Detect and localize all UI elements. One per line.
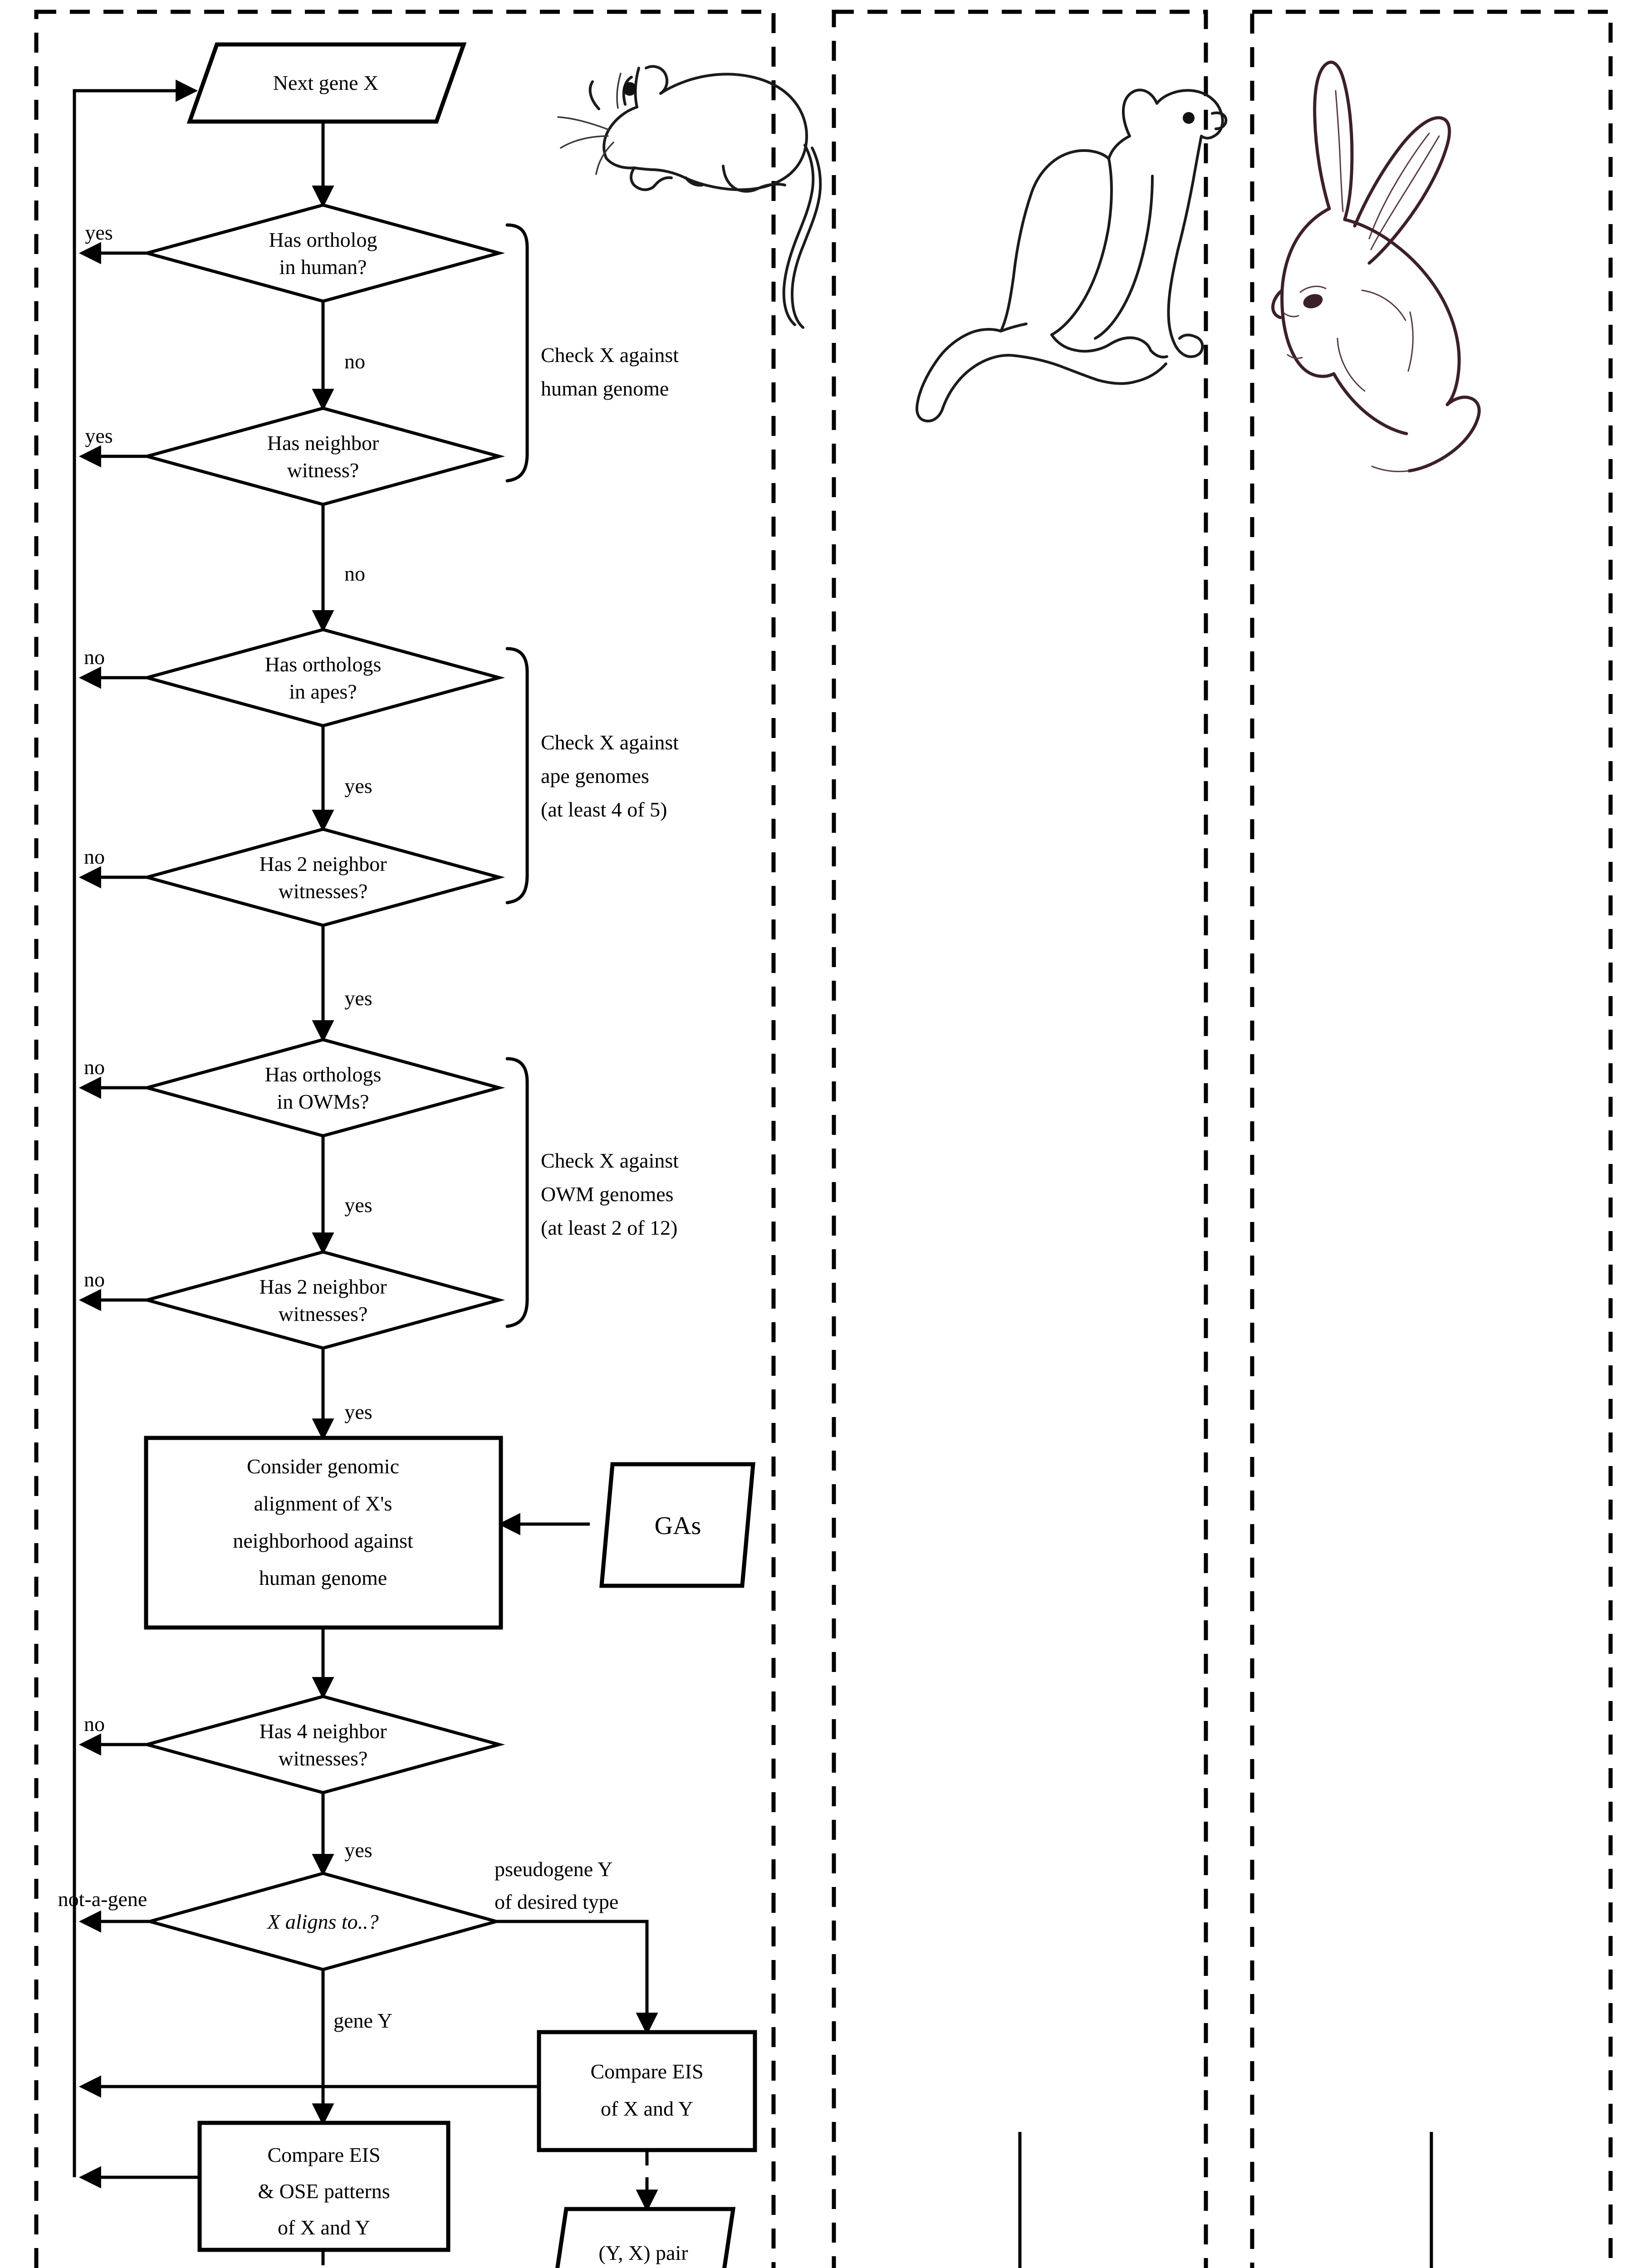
- node-compare-eis-ose[interactable]: Compare EIS & OSE patterns of X and Y: [197, 2121, 451, 2252]
- rat-illustration: [916, 88, 1228, 423]
- svg-text:Compare EIS: Compare EIS: [267, 2143, 380, 2166]
- edge-label-no-2nw-apes: no: [84, 845, 105, 868]
- edge-label-yes-4nw: yes: [344, 1838, 372, 1862]
- loop-return-line: [73, 79, 198, 2177]
- svg-text:Has 2 neighbor: Has 2 neighbor: [259, 1275, 387, 1298]
- svg-text:GAs: GAs: [655, 1512, 701, 1540]
- group-label-human-line1: Check X against: [541, 343, 679, 367]
- edge-label-yes-apes: yes: [344, 774, 372, 797]
- svg-text:in human?: in human?: [279, 255, 367, 279]
- mouse-illustration: [557, 65, 822, 329]
- panel-rat-border: [832, 10, 1208, 2268]
- group-label-apes-line3: (at least 4 of 5): [541, 798, 667, 821]
- svg-text:Has neighbor: Has neighbor: [267, 431, 379, 455]
- edge-label-not-a-gene: not-a-gene: [58, 1887, 147, 1911]
- svg-text:Consider genomic: Consider genomic: [247, 1455, 399, 1478]
- edge-label-yes-neighbor: yes: [85, 424, 113, 447]
- brace-human-genome: [505, 223, 529, 483]
- node-next-gene[interactable]: Next gene X: [186, 42, 467, 124]
- edge-label-pseudogene-y-line1: pseudogene Y: [495, 1857, 612, 1881]
- edge-label-yes-2nw-apes: yes: [344, 987, 372, 1010]
- node-compare-eis[interactable]: Compare EIS of X and Y: [537, 2030, 757, 2152]
- svg-text:X aligns to..?: X aligns to..?: [266, 1910, 378, 1933]
- node-consider-alignment[interactable]: Consider genomic alignment of X's neighb…: [144, 1436, 503, 1630]
- rabbit-illustration: [1271, 60, 1481, 473]
- panel-mouse-border: [34, 10, 776, 2268]
- edge-label-no-2nw-owm: no: [84, 1268, 105, 1291]
- edge-label-no-owm: no: [84, 1056, 105, 1079]
- svg-text:witnesses?: witnesses?: [279, 1302, 368, 1325]
- group-label-owm-line3: (at least 2 of 12): [541, 1216, 677, 1239]
- svg-text:neighborhood against: neighborhood against: [233, 1529, 413, 1552]
- edge-label-no-4nw: no: [84, 1712, 105, 1735]
- svg-text:in OWMs?: in OWMs?: [277, 1090, 369, 1113]
- edge-label-pseudogene-y-line2: of desired type: [495, 1890, 618, 1913]
- edge-label-no-apes: no: [84, 645, 105, 669]
- svg-text:& OSE patterns: & OSE patterns: [258, 2180, 390, 2203]
- svg-text:witnesses?: witnesses?: [279, 1747, 368, 1770]
- node-q-ortholog-human[interactable]: Has ortholog in human?: [141, 203, 505, 303]
- svg-text:Has 4 neighbor: Has 4 neighbor: [259, 1720, 387, 1743]
- node-yx-pair[interactable]: (Y, X) pair: [553, 2207, 736, 2268]
- svg-text:of X and Y: of X and Y: [601, 2097, 693, 2120]
- svg-text:human genome: human genome: [259, 1566, 387, 1589]
- group-label-apes-line1: Check X against: [541, 731, 679, 754]
- svg-text:of X and Y: of X and Y: [278, 2216, 370, 2239]
- svg-text:alignment of X's: alignment of X's: [254, 1492, 392, 1515]
- edge-label-yes-2nw-owm: yes: [344, 1400, 372, 1423]
- node-q-x-aligns-to[interactable]: X aligns to..?: [143, 1872, 503, 1971]
- edge-q8-pseudogene: [496, 1920, 658, 2035]
- node-gas[interactable]: GAs: [599, 1462, 755, 1588]
- svg-text:witnesses?: witnesses?: [279, 880, 368, 903]
- svg-text:(Y, X) pair: (Y, X) pair: [598, 2241, 688, 2264]
- node-q-2-neighbor-witnesses-owm[interactable]: Has 2 neighbor witnesses?: [141, 1250, 505, 1350]
- svg-text:Has 2 neighbor: Has 2 neighbor: [259, 852, 387, 875]
- node-q-orthologs-apes[interactable]: Has orthologs in apes?: [141, 628, 505, 728]
- group-label-apes-line2: ape genomes: [541, 764, 649, 787]
- group-label-owm-line2: OWM genomes: [541, 1183, 674, 1206]
- edge-label-yes-owm: yes: [344, 1193, 372, 1217]
- node-q-2-neighbor-witnesses-apes[interactable]: Has 2 neighbor witnesses?: [141, 827, 505, 927]
- brace-owm-genomes: [505, 1057, 529, 1328]
- edge-label-yes-human: yes: [85, 221, 113, 244]
- svg-text:Next gene X: Next gene X: [273, 71, 378, 94]
- svg-text:witness?: witness?: [287, 459, 359, 482]
- group-label-human-line2: human genome: [541, 377, 669, 400]
- panel-rabbit-border: [1250, 10, 1613, 2268]
- group-label-owm-line1: Check X against: [541, 1149, 679, 1172]
- svg-text:Has ortholog: Has ortholog: [269, 228, 377, 251]
- node-q-orthologs-owm[interactable]: Has orthologs in OWMs?: [141, 1038, 505, 1138]
- edge-label-gene-y: gene Y: [333, 2009, 392, 2032]
- svg-text:Compare EIS: Compare EIS: [590, 2060, 703, 2083]
- edge-label-no-human: no: [344, 350, 365, 373]
- svg-text:Has orthologs: Has orthologs: [265, 653, 382, 676]
- node-q-neighbor-witness[interactable]: Has neighbor witness?: [141, 406, 505, 506]
- svg-text:Has orthologs: Has orthologs: [265, 1063, 382, 1086]
- svg-text:in apes?: in apes?: [289, 680, 357, 703]
- brace-ape-genomes: [505, 647, 529, 904]
- edge-label-no-neighbor: no: [344, 562, 365, 585]
- node-q-4-neighbor-witnesses[interactable]: Has 4 neighbor witnesses?: [141, 1695, 505, 1794]
